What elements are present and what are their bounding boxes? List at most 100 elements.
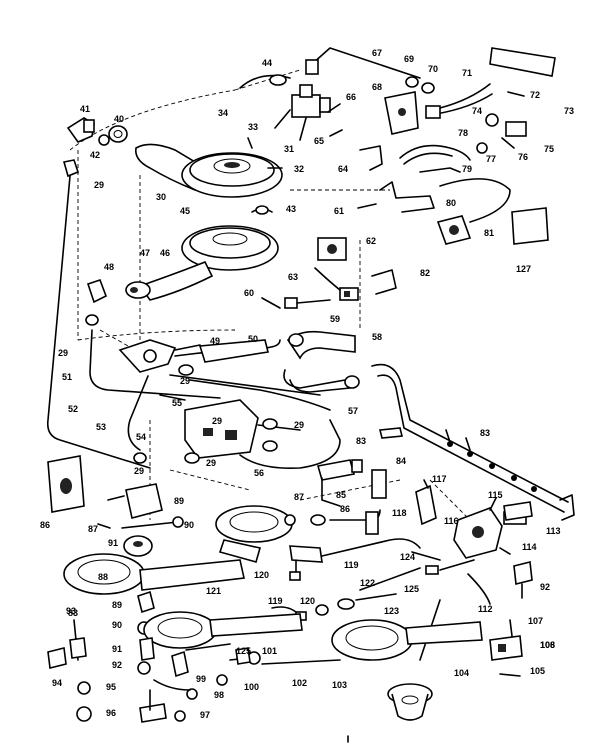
label-53: 58 bbox=[372, 332, 382, 342]
label-84: 89 bbox=[174, 496, 184, 506]
nut-35 bbox=[108, 125, 128, 143]
panel-127 bbox=[511, 207, 549, 245]
label-64: 69 bbox=[404, 54, 414, 64]
label-85: 90 bbox=[184, 520, 194, 530]
nut-96 bbox=[76, 706, 92, 722]
label-99: 99 bbox=[196, 674, 206, 684]
label-45: 50 bbox=[248, 334, 258, 344]
pin-93 bbox=[69, 619, 87, 661]
label-102: 102 bbox=[292, 678, 307, 688]
label-94: 94 bbox=[52, 678, 62, 688]
nut-72 bbox=[476, 142, 488, 154]
label-67: 72 bbox=[530, 90, 540, 100]
center-burner-83 bbox=[215, 505, 293, 563]
fitting-124 bbox=[425, 565, 439, 575]
label-81: 85 bbox=[336, 490, 346, 500]
label-36: 41 bbox=[80, 104, 90, 114]
nut-64 bbox=[405, 76, 419, 88]
nut-92 bbox=[137, 661, 151, 675]
label-56: 61 bbox=[334, 206, 344, 216]
switch-57 bbox=[317, 237, 347, 261]
bracket-59 bbox=[359, 145, 383, 171]
valve-89 bbox=[513, 561, 533, 599]
label-115: 118 bbox=[392, 508, 407, 518]
strip-68 bbox=[489, 47, 556, 77]
label-35: 40 bbox=[114, 114, 124, 124]
tube-121 bbox=[359, 567, 421, 591]
label-61: 66 bbox=[346, 92, 356, 102]
label-74: 79 bbox=[462, 164, 472, 174]
fitting-120 bbox=[337, 598, 355, 610]
housing-86 bbox=[47, 455, 85, 513]
label-63: 68 bbox=[372, 82, 382, 92]
label-29-5: 29 bbox=[294, 420, 304, 430]
label-117: 120 bbox=[254, 570, 269, 580]
valve-114 bbox=[415, 479, 437, 526]
tube-109 bbox=[467, 573, 491, 605]
valve-70 bbox=[505, 121, 527, 137]
label-42: 47 bbox=[140, 248, 150, 258]
bracket-71 bbox=[501, 137, 515, 149]
pin-67 bbox=[507, 91, 525, 97]
label-127: 127 bbox=[516, 264, 531, 274]
wire-57 bbox=[314, 267, 341, 291]
fitting-29-left bbox=[85, 314, 99, 326]
screw-60 bbox=[329, 129, 343, 137]
label-29-3: 29 bbox=[206, 458, 216, 468]
rod-85-end bbox=[172, 516, 184, 528]
tube-45-segment bbox=[198, 339, 269, 363]
bottom-burner-left bbox=[143, 611, 303, 649]
label-125: 125 bbox=[236, 646, 251, 656]
plate-63 bbox=[384, 91, 419, 135]
label-97: 97 bbox=[200, 710, 210, 720]
fitting-39 bbox=[269, 74, 287, 86]
rod-85 bbox=[121, 521, 179, 529]
valve-block-49 bbox=[159, 394, 301, 459]
label-111: 114 bbox=[522, 542, 537, 552]
label-71: 76 bbox=[518, 152, 528, 162]
label-69: 74 bbox=[472, 106, 482, 116]
label-83-1: 87 bbox=[294, 492, 304, 502]
label-79: 83 bbox=[356, 436, 366, 446]
top-burner-30 bbox=[134, 143, 283, 198]
tube-51 bbox=[239, 419, 341, 470]
label-89: 89 bbox=[112, 600, 122, 610]
label-105: 105 bbox=[530, 666, 545, 676]
label-44: 49 bbox=[210, 336, 220, 346]
label-119: 119 bbox=[268, 596, 283, 606]
label-40: 45 bbox=[180, 206, 190, 216]
label-59: 64 bbox=[338, 164, 348, 174]
nut-100 bbox=[216, 674, 228, 686]
label-62: 67 bbox=[372, 48, 382, 58]
label-91: 91 bbox=[112, 644, 122, 654]
fitting-39b bbox=[255, 205, 269, 215]
connector-66 bbox=[425, 83, 493, 119]
label-120: 120 bbox=[300, 596, 315, 606]
label-109: 112 bbox=[478, 604, 493, 614]
label-107: 107 bbox=[528, 616, 543, 626]
screw-61 bbox=[327, 103, 341, 113]
label-60: 65 bbox=[314, 136, 324, 146]
label-34: 34 bbox=[218, 108, 228, 118]
manifold-tube-78 bbox=[371, 363, 575, 521]
nut-120 bbox=[315, 604, 329, 616]
label-83: 83 bbox=[68, 608, 78, 618]
wire-74 bbox=[419, 167, 461, 173]
label-96: 96 bbox=[106, 708, 116, 718]
rod-102 bbox=[261, 659, 341, 665]
screw-55 bbox=[261, 297, 281, 309]
bottom-burner-117 bbox=[63, 553, 245, 595]
label-106: 106 bbox=[540, 640, 555, 650]
tube-122 bbox=[355, 593, 397, 601]
label-29-4: 29 bbox=[180, 376, 190, 386]
ring-37 bbox=[98, 134, 110, 146]
nut-83b bbox=[284, 514, 296, 526]
label-100: 100 bbox=[244, 682, 259, 692]
label-123: 124 bbox=[400, 552, 415, 562]
bracket-116 bbox=[289, 545, 323, 581]
label-52: 57 bbox=[348, 406, 358, 416]
tube-99 bbox=[185, 643, 231, 651]
nut-97b bbox=[174, 710, 186, 722]
valve-assembly-31 bbox=[274, 84, 331, 141]
